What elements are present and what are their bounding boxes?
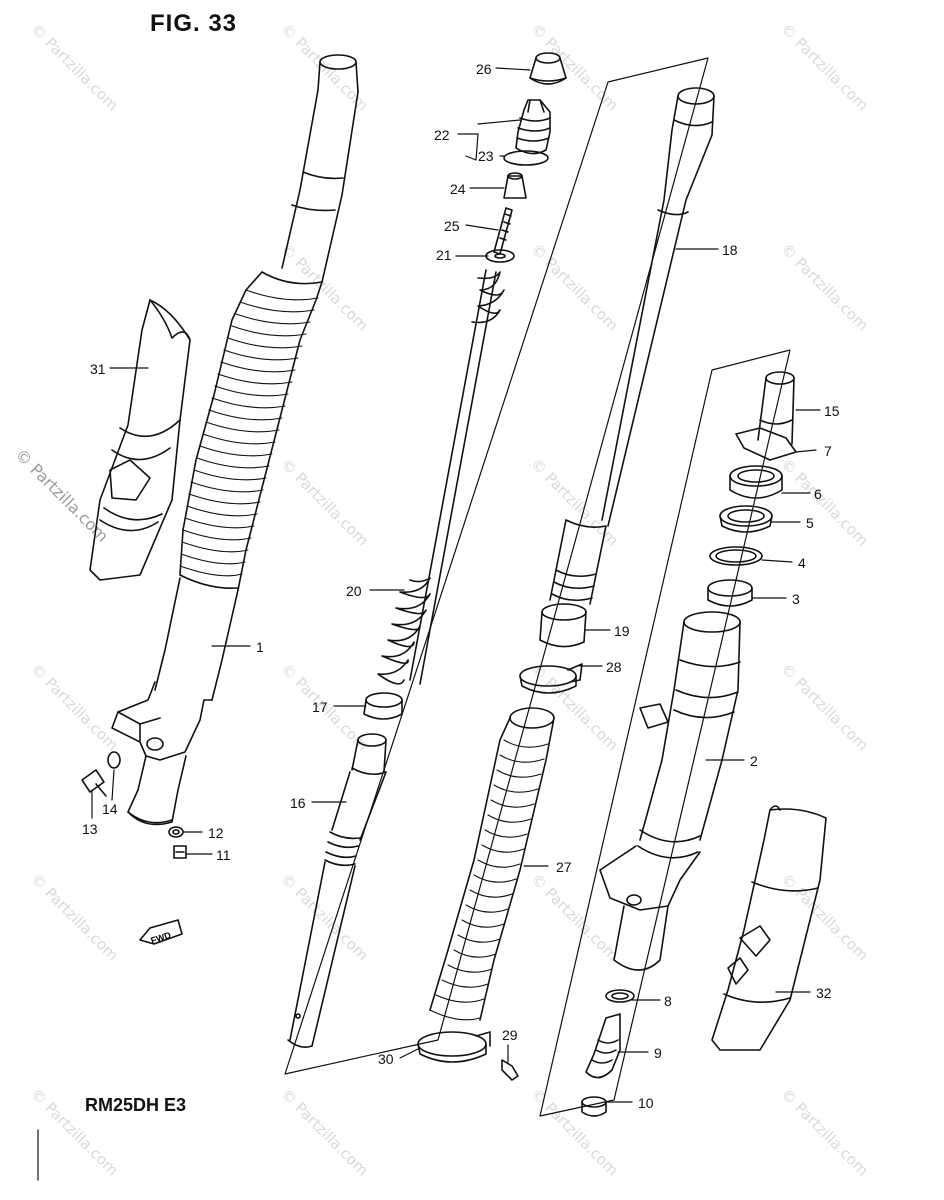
callout-30: 30 bbox=[378, 1051, 394, 1067]
callout-19: 19 bbox=[614, 623, 630, 639]
callout-31: 31 bbox=[90, 361, 106, 377]
callout-20: 20 bbox=[346, 583, 362, 599]
callout-2: 2 bbox=[750, 753, 758, 769]
part-15-inner-tube-top bbox=[757, 371, 795, 445]
part-8-ring bbox=[605, 989, 635, 1003]
figure-title: FIG. 33 bbox=[150, 10, 238, 37]
panel-outline-right bbox=[539, 349, 791, 1117]
callout-18: 18 bbox=[722, 242, 738, 258]
part-22-cap-bolt bbox=[515, 99, 551, 155]
part-30-clamp bbox=[417, 1031, 491, 1063]
callout-29: 29 bbox=[502, 1027, 518, 1043]
part-16-damper-rod bbox=[287, 733, 387, 1048]
callout-12: 12 bbox=[208, 825, 224, 841]
callout-23: 23 bbox=[478, 148, 494, 164]
part-28-clamp bbox=[519, 663, 583, 694]
callout-4: 4 bbox=[798, 555, 806, 571]
callout-24: 24 bbox=[450, 181, 466, 197]
part-19-bushing bbox=[539, 603, 587, 648]
callout-6: 6 bbox=[814, 486, 822, 502]
panel-outline-middle bbox=[284, 57, 709, 1075]
part-24-nut bbox=[503, 172, 527, 199]
part-25-rod bbox=[493, 207, 513, 255]
part-20-spring bbox=[377, 269, 505, 685]
callout-13: 13 bbox=[82, 821, 98, 837]
boot-pleats bbox=[179, 289, 319, 577]
callout-1: 1 bbox=[256, 639, 264, 655]
part-23-o-ring bbox=[503, 150, 549, 166]
part-27-boot bbox=[429, 707, 555, 1021]
callout-21: 21 bbox=[436, 247, 452, 263]
callout-15: 15 bbox=[824, 403, 840, 419]
part-9-valve bbox=[585, 1013, 621, 1079]
callout-10: 10 bbox=[638, 1095, 654, 1111]
part-26-cap bbox=[529, 52, 567, 85]
part-32-fork-guard-right bbox=[711, 805, 827, 1051]
callout-26: 26 bbox=[476, 61, 492, 77]
part-7-stopper bbox=[735, 427, 797, 461]
callout-5: 5 bbox=[806, 515, 814, 531]
callout-16: 16 bbox=[290, 795, 306, 811]
part-29-screw bbox=[501, 1059, 519, 1081]
part-12-washer bbox=[168, 826, 184, 838]
leader-lines bbox=[37, 67, 821, 1181]
part-14-washer bbox=[107, 751, 121, 769]
callout-27: 27 bbox=[556, 859, 572, 875]
part-3-bushing bbox=[707, 579, 753, 607]
callout-11: 11 bbox=[216, 847, 231, 863]
part-31-fork-guard-left bbox=[89, 299, 191, 581]
callout-labels: 26 22 23 24 25 21 18 31 15 7 6 5 4 3 20 … bbox=[82, 61, 840, 1111]
callout-8: 8 bbox=[664, 993, 672, 1009]
part-5-washer bbox=[719, 505, 773, 533]
part-6-seal bbox=[729, 465, 783, 499]
part-1-outer-tube-assembly bbox=[111, 54, 359, 826]
callout-17: 17 bbox=[312, 699, 328, 715]
part-17-bushing bbox=[363, 692, 403, 720]
callout-22: 22 bbox=[434, 127, 450, 143]
part-2-outer-tube bbox=[599, 611, 741, 971]
callout-25: 25 bbox=[444, 218, 460, 234]
part-11-bolt bbox=[173, 845, 187, 859]
callout-32: 32 bbox=[816, 985, 832, 1001]
callout-28: 28 bbox=[606, 659, 622, 675]
callout-7: 7 bbox=[824, 443, 832, 459]
part-4-ring bbox=[709, 546, 763, 566]
fwd-arrow-icon bbox=[139, 919, 183, 945]
callout-9: 9 bbox=[654, 1045, 662, 1061]
model-code: RM25DH E3 bbox=[85, 1095, 187, 1115]
part-18-inner-tube bbox=[549, 87, 715, 605]
callout-3: 3 bbox=[792, 591, 800, 607]
callout-14: 14 bbox=[102, 801, 118, 817]
part-13-bolt bbox=[81, 769, 107, 797]
